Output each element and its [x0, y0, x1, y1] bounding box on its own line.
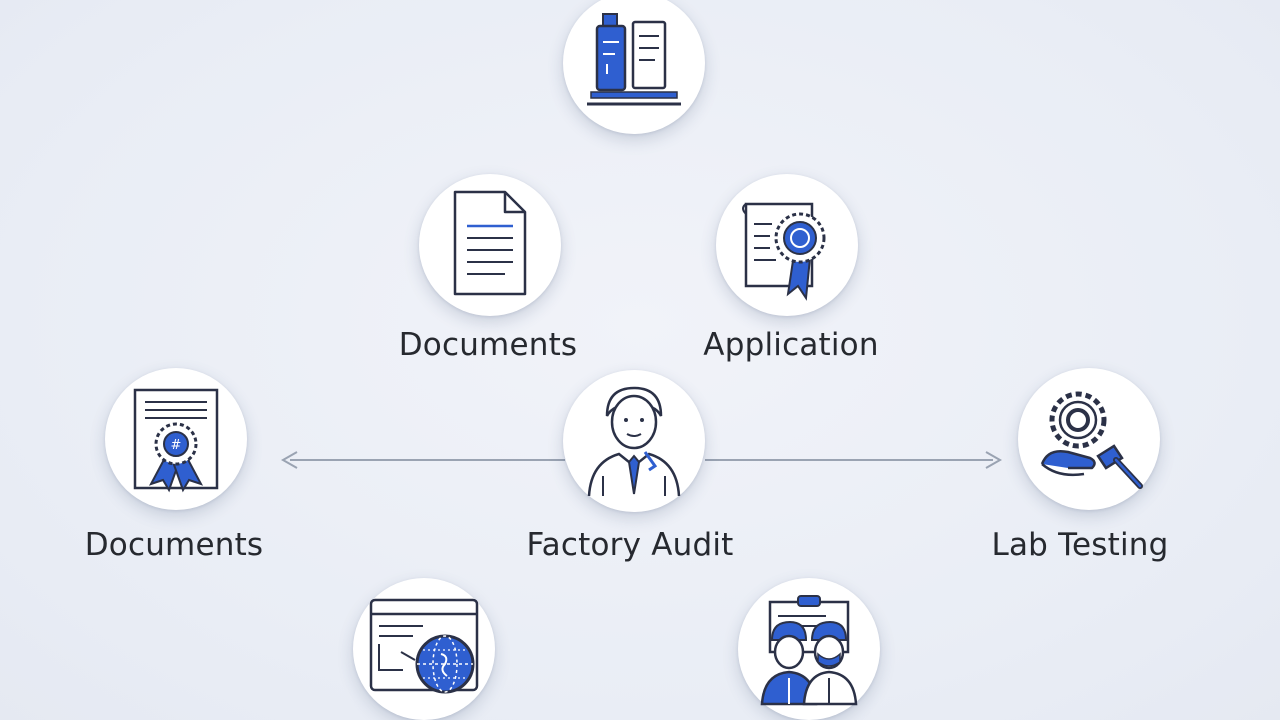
- certificate-award-icon: #: [133, 388, 219, 493]
- document-icon: [453, 190, 527, 296]
- gear-testing-icon: [1040, 391, 1143, 489]
- node-lab-testing: [1018, 368, 1160, 510]
- arrowhead-left: [280, 451, 298, 469]
- node-clipboard-workers: [738, 578, 880, 720]
- clipboard-workers-icon: [760, 595, 858, 706]
- node-application: [716, 174, 858, 316]
- node-browser-globe: [353, 578, 495, 720]
- node-product: [563, 0, 705, 134]
- arrowhead-right: [985, 451, 1003, 469]
- label-documents-left: Documents: [84, 527, 264, 563]
- svg-text:#: #: [171, 438, 182, 453]
- product-bottle-icon: [587, 13, 681, 106]
- node-documents-left: #: [105, 368, 247, 510]
- inspector-person-icon: [587, 386, 681, 497]
- label-factory-audit: Factory Audit: [526, 527, 734, 563]
- node-documents-upper: [419, 174, 561, 316]
- label-lab-testing: Lab Testing: [991, 527, 1169, 563]
- certificate-ribbon-icon: [742, 202, 826, 301]
- node-factory-audit: [563, 370, 705, 512]
- label-application: Application: [703, 327, 879, 363]
- browser-globe-icon: [369, 598, 479, 694]
- label-documents-upper: Documents: [398, 327, 578, 363]
